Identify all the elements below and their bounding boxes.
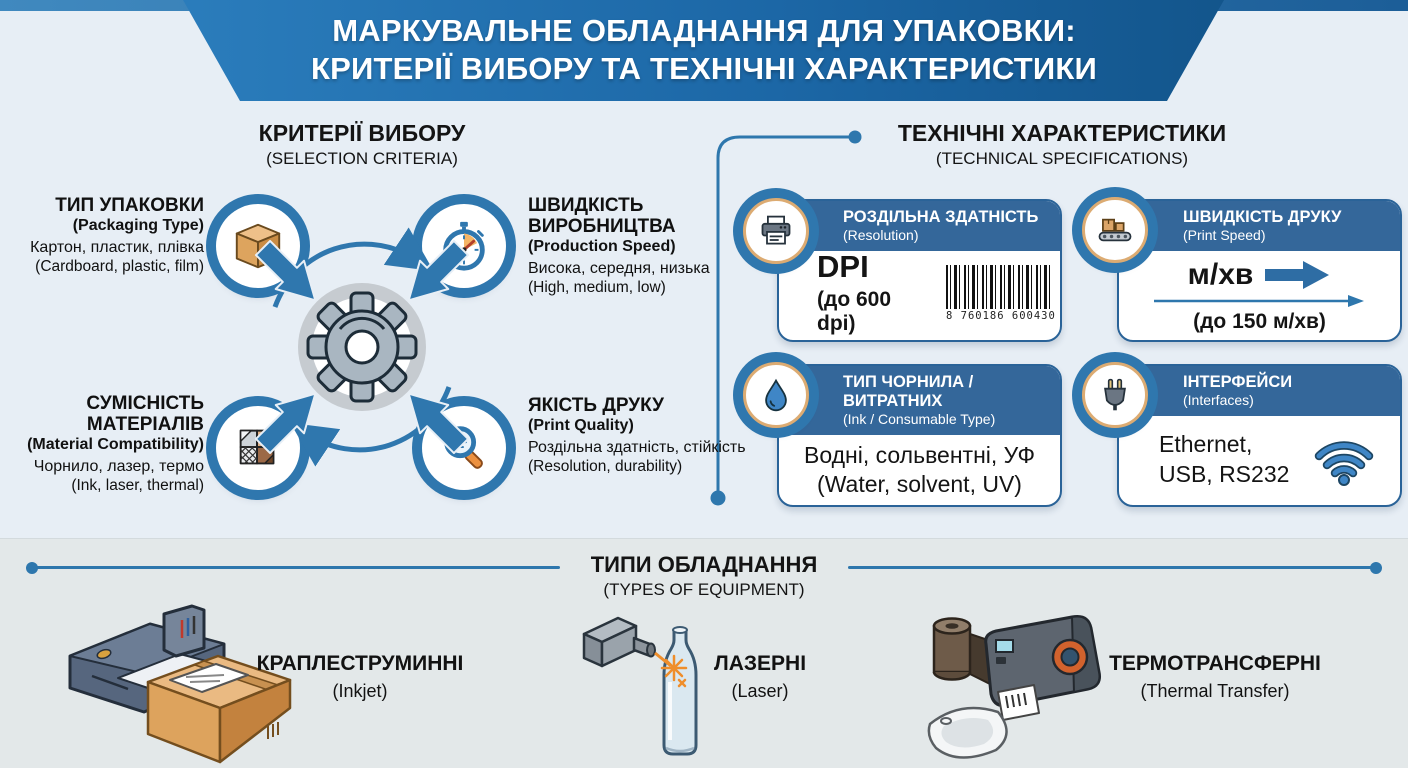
thermal-printer-ribbon-pouch-illustration xyxy=(927,615,1101,759)
spec-card-title: ТИП ЧОРНИЛА / ВИТРАТНИХ xyxy=(843,373,974,410)
criterion-desc-en: (Resolution, durability) xyxy=(528,457,683,475)
barcode-digits: 8 760186 600430 xyxy=(946,309,1056,322)
criteria-section-header: КРИТЕРІЇ ВИБОРУ (SELECTION CRITERIA) xyxy=(112,120,612,169)
divider-line-right xyxy=(848,566,1372,569)
spec-card-body: Ethernet, USB, RS232 xyxy=(1119,416,1400,505)
interfaces-line1: Ethernet, xyxy=(1159,431,1253,458)
criterion-production-speed: ШВИДКІСТЬ ВИРОБНИЦТВА (Production Speed)… xyxy=(528,195,742,296)
equipment-item-subtitle: (Inkjet) xyxy=(332,681,388,701)
criteria-subtitle: (SELECTION CRITERIA) xyxy=(266,149,458,169)
equipment-label-laser: ЛАЗЕРНІ (Laser) xyxy=(640,652,880,702)
inkjet-printer-box-illustration xyxy=(68,604,292,764)
divider-dot-right xyxy=(1370,562,1382,574)
equipment-section-header: ТИПИ ОБЛАДНАННЯ (TYPES OF EQUIPMENT) xyxy=(454,552,954,600)
criterion-subtitle: (Print Quality) xyxy=(528,416,634,434)
ink-drop-icon xyxy=(765,378,787,412)
spec-circle-resolution xyxy=(743,198,809,264)
gear-icon xyxy=(306,291,418,403)
spec-card-ink-type: ТИП ЧОРНИЛА / ВИТРАТНИХ (Ink / Consumabl… xyxy=(777,364,1062,507)
equipment-title: ТИПИ ОБЛАДНАННЯ xyxy=(590,552,818,577)
criterion-packaging-type: ТИП УПАКОВКИ (Packaging Type) Картон, пл… xyxy=(6,195,204,275)
criterion-title: СУМІСНІСТЬ МАТЕРІАЛІВ xyxy=(86,393,204,435)
conveyor-icon xyxy=(1098,218,1132,242)
inward-arrows xyxy=(254,239,470,455)
dpi-note: (до 600 dpi) xyxy=(817,287,892,335)
spec-card-subtitle: (Ink / Consumable Type) xyxy=(843,410,996,427)
criterion-print-quality: ЯКІСТЬ ДРУКУ (Print Quality) Роздільна з… xyxy=(528,395,754,475)
spec-card-header: ТИП ЧОРНИЛА / ВИТРАТНИХ (Ink / Consumabl… xyxy=(779,366,1060,435)
criterion-desc-en: (High, medium, low) xyxy=(528,278,666,296)
banner-title-line2: КРИТЕРІЇ ВИБОРУ ТА ТЕХНІЧНІ ХАРАКТЕРИСТИ… xyxy=(311,51,1097,86)
criterion-subtitle: (Packaging Type) xyxy=(72,216,204,234)
barcode: 8 760186 600430 xyxy=(946,264,1056,322)
spec-circle-interfaces xyxy=(1082,362,1148,428)
speed-value: м/хв xyxy=(1187,258,1254,292)
equipment-item-title: ТЕРМОТРАНСФЕРНІ xyxy=(1109,652,1321,675)
barcode-bars xyxy=(946,264,1050,309)
specs-section-header: ТЕХНІЧНІ ХАРАКТЕРИСТИКИ (TECHNICAL SPECI… xyxy=(862,120,1262,169)
laser-marker-bottle-illustration xyxy=(582,616,698,756)
criterion-title: ШВИДКІСТЬ ВИРОБНИЦТВА xyxy=(528,195,676,237)
criterion-desc-en: (Ink, laser, thermal) xyxy=(71,476,204,494)
spec-circle-ink-type xyxy=(743,362,809,428)
equipment-label-inkjet: КРАПЛЕСТРУМИННІ (Inkjet) xyxy=(230,652,490,702)
spec-card-subtitle: (Interfaces) xyxy=(1183,391,1254,408)
specs-title: ТЕХНІЧНІ ХАРАКТЕРИСТИКИ xyxy=(897,120,1227,146)
spec-card-header: ІНТЕРФЕЙСИ (Interfaces) xyxy=(1119,366,1400,416)
laser-spark xyxy=(660,654,688,688)
speed-note: (до 150 м/хв) xyxy=(1193,310,1326,334)
spec-card-body: Водні, сольвентні, УФ (Water, solvent, U… xyxy=(779,435,1060,505)
printer-icon xyxy=(761,215,791,245)
spec-card-header: РОЗДІЛЬНА ЗДАТНІСТЬ (Resolution) xyxy=(779,201,1060,251)
criterion-subtitle: (Material Compatibility) xyxy=(27,435,204,453)
equipment-item-subtitle: (Thermal Transfer) xyxy=(1140,681,1290,701)
criteria-title: КРИТЕРІЇ ВИБОРУ xyxy=(258,120,466,146)
plug-icon xyxy=(1104,378,1126,411)
spec-card-interfaces: ІНТЕРФЕЙСИ (Interfaces) Ethernet, USB, R… xyxy=(1117,364,1402,507)
equipment-subtitle: (TYPES OF EQUIPMENT) xyxy=(603,580,805,600)
spec-card-body: м/хв (до 150 м/хв) xyxy=(1119,251,1400,340)
wifi-icon xyxy=(1315,441,1374,487)
criterion-desc: Картон, пластик, плівка xyxy=(30,239,204,257)
divider-dot-left xyxy=(26,562,38,574)
equipment-item-title: КРАПЛЕСТРУМИННІ xyxy=(256,652,464,675)
ink-value: Водні, сольвентні, УФ xyxy=(804,442,1035,469)
spec-card-header: ШВИДКІСТЬ ДРУКУ (Print Speed) xyxy=(1119,201,1400,251)
criterion-desc-en: (Cardboard, plastic, film) xyxy=(35,257,204,275)
spec-card-title: РОЗДІЛЬНА ЗДАТНІСТЬ xyxy=(843,208,1039,226)
spec-card-body: DPI (до 600 dpi) 8 760186 600430 xyxy=(779,251,1060,340)
title-banner: МАРКУВАЛЬНЕ ОБЛАДНАННЯ ДЛЯ УПАКОВКИ: КРИ… xyxy=(183,0,1224,101)
equipment-label-thermal: ТЕРМОТРАНСФЕРНІ (Thermal Transfer) xyxy=(1075,652,1355,702)
specs-connector-line xyxy=(710,130,862,506)
spec-card-subtitle: (Resolution) xyxy=(843,226,919,243)
interfaces-line2: USB, RS232 xyxy=(1159,461,1290,488)
spec-card-title: ШВИДКІСТЬ ДРУКУ xyxy=(1183,208,1342,226)
criterion-title: ЯКІСТЬ ДРУКУ xyxy=(528,395,664,416)
criterion-desc: Роздільна здатність, стійкість xyxy=(528,439,746,457)
spec-card-print-speed: ШВИДКІСТЬ ДРУКУ (Print Speed) м/хв (до 1… xyxy=(1117,199,1402,342)
dpi-value: DPI xyxy=(817,249,869,285)
criterion-title: ТИП УПАКОВКИ xyxy=(55,195,204,216)
criterion-desc: Висока, середня, низька xyxy=(528,260,710,278)
banner-title-line1: МАРКУВАЛЬНЕ ОБЛАДНАННЯ ДЛЯ УПАКОВКИ: xyxy=(332,13,1076,49)
fat-arrow-right-icon xyxy=(1265,261,1330,290)
criterion-material-compatibility: СУМІСНІСТЬ МАТЕРІАЛІВ (Material Compatib… xyxy=(6,393,204,494)
spec-card-subtitle: (Print Speed) xyxy=(1183,226,1266,243)
ink-note: (Water, solvent, UV) xyxy=(817,470,1022,497)
criterion-desc: Чорнило, лазер, термо xyxy=(33,458,204,476)
spec-card-title: ІНТЕРФЕЙСИ xyxy=(1183,373,1293,391)
thin-arrow-right-icon xyxy=(1154,295,1364,308)
specs-subtitle: (TECHNICAL SPECIFICATIONS) xyxy=(935,149,1189,169)
equipment-item-title: ЛАЗЕРНІ xyxy=(713,652,807,675)
spec-circle-print-speed xyxy=(1082,197,1148,263)
criterion-subtitle: (Production Speed) xyxy=(528,237,676,255)
divider-line-left xyxy=(36,566,560,569)
equipment-item-subtitle: (Laser) xyxy=(731,681,789,701)
spec-card-resolution: РОЗДІЛЬНА ЗДАТНІСТЬ (Resolution) DPI (до… xyxy=(777,199,1062,342)
gear-hub xyxy=(254,227,470,467)
